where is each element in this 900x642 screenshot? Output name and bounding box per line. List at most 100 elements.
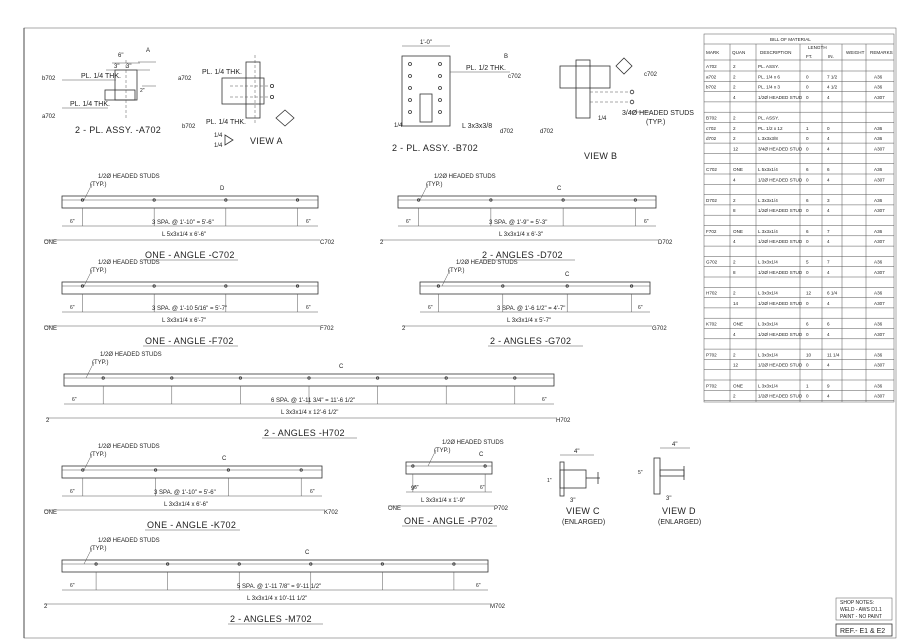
bom-cell: c702 [706, 126, 716, 131]
bom-header: FT. [806, 54, 812, 59]
member-end-dim: 6" [306, 219, 311, 225]
view-b-drawing: c702 d702 3/4Ø HEADED STUDS (TYP.) 1/4 V… [540, 57, 694, 161]
bom-cell: P702 [706, 383, 717, 388]
stud-mark [436, 284, 440, 288]
stud-mark [224, 198, 228, 202]
view-tag: C [557, 186, 562, 192]
stud-mark [411, 464, 415, 468]
view-tag: D [220, 186, 225, 192]
member-end-dim: 6" [638, 305, 643, 311]
bom-cell: A36 [874, 291, 883, 296]
stud-leader [427, 449, 437, 467]
view-tag: C [565, 272, 570, 278]
bom-cell: 7 [827, 229, 830, 234]
bom-cell: 1 [806, 126, 809, 131]
member-quantity: 2 [46, 418, 50, 424]
view-b-typ: (TYP.) [646, 119, 665, 126]
stud-mark [375, 376, 380, 380]
bom-cell: 6 [806, 167, 809, 172]
member-mark: K702 [324, 510, 339, 516]
bom-cell: 0 [806, 74, 809, 79]
bom-cell: A702 [706, 64, 717, 69]
bom-cell: G702 [706, 260, 718, 265]
view-b-d702: d702 [540, 129, 554, 135]
bom-cell: 6 [806, 229, 809, 234]
bom-cell: A36 [874, 322, 883, 327]
stud-mark [295, 198, 300, 202]
bom-cell: L 3x3x1/4 [758, 198, 778, 203]
shop-notes-title: SHOP NOTES: [840, 600, 874, 606]
stud-mark [513, 376, 517, 380]
member-mark: C702 [320, 240, 335, 246]
bom-cell: 1/2Ø HEADED STUD [758, 177, 803, 182]
pl-assy-b702-view: 1'-0" PL. 1/2 THK. c702 d702 L 3x3x3/8 1… [392, 40, 522, 153]
bom-cell: 0 [806, 177, 809, 182]
angle-body [61, 281, 319, 295]
member-quantity: ONE [44, 510, 57, 516]
bom-cell: 4 [827, 136, 830, 141]
stud-mark [417, 198, 421, 202]
view-c-subcaption: (ENLARGED) [562, 519, 605, 526]
view-a-b702: b702 [182, 124, 196, 130]
stud-mark [565, 284, 569, 288]
bom-cell: 0 [806, 239, 809, 244]
member-end-dim: 6" [310, 489, 315, 495]
a702-dim-3a: 3" [114, 64, 119, 70]
view-tag: C [305, 550, 310, 556]
bom-cell: 4 [827, 146, 830, 151]
bom-cell: 4 [827, 394, 830, 399]
bom-cell: 2 [733, 126, 736, 131]
member-mark: H702 [556, 418, 571, 424]
bom-cell: 2 [733, 260, 736, 265]
member-length: L 3x3x1/4 x 6'-7" [162, 318, 206, 324]
bom-cell: 2 [733, 116, 736, 121]
stud-note: 1/2Ø HEADED STUDS [98, 174, 160, 180]
bom-cell: 4 [733, 177, 736, 182]
bom-cell: ONE [733, 322, 743, 327]
member-quantity: ONE [44, 326, 57, 332]
a702-section-tag: A [146, 48, 150, 54]
bom-cell: 3 [827, 198, 830, 203]
stud-leader [83, 453, 93, 471]
bom-cell: PL. 1/2 x 12 [758, 126, 783, 131]
bom-cell: 1/2Ø HEADED STUD [758, 239, 803, 244]
view-b-studs: 3/4Ø HEADED STUDS [622, 110, 694, 117]
member-quantity: ONE [44, 240, 57, 246]
bom-cell: 0 [806, 208, 809, 213]
view-a-weld-2: 1/4 [214, 143, 223, 149]
member-caption: ONE - ANGLE -F702 [145, 336, 234, 346]
bom-cell: ONE [733, 167, 743, 172]
bom-cell: d702 [706, 136, 717, 141]
bom-cell: 0 [806, 332, 809, 337]
stud-mark [629, 284, 634, 288]
member-mark: G702 [652, 326, 667, 332]
bom-cell: 1/2Ø HEADED STUD [758, 394, 803, 399]
stud-note: 1/2Ø HEADED STUDS [98, 538, 160, 544]
bom-cell: A307 [874, 208, 885, 213]
stud-mark [80, 198, 85, 202]
a702-label-pl-1: PL. 1/4 THK. [81, 73, 121, 80]
bom-cell: 4 [827, 95, 830, 100]
stud-mark [489, 198, 493, 202]
bom-cell: 12 [733, 363, 739, 368]
bom-cell: ONE [733, 383, 743, 388]
member-caption: ONE - ANGLE -P702 [404, 516, 493, 526]
bom-cell: 2 [733, 291, 736, 296]
stud-mark [299, 468, 303, 472]
bom-header: MARK [706, 50, 720, 55]
bom-cell: 11 1/4 [827, 352, 840, 357]
member-f702: 3 SPA. @ 1'-10 5/16" = 5'-7"L 3x3x1/4 x … [44, 260, 334, 347]
bom-cell: ONE [733, 229, 743, 234]
bom-cell: A307 [874, 301, 885, 306]
bom-cell: H702 [706, 291, 717, 296]
stud-mark [101, 376, 105, 380]
bom-cell: L 3x3x1/4 [758, 229, 778, 234]
member-length: L 3x3x1/4 x 6'-3" [499, 232, 543, 238]
member-h702: 6 SPA. @ 1'-11 3/4" = 11'-6 1/2"L 3x3x1/… [46, 352, 571, 439]
bom-cell: A36 [874, 198, 883, 203]
member-spacing: 6 SPA. @ 1'-11 3/4" = 11'-6 1/2" [271, 398, 355, 404]
stud-note: 1/2Ø HEADED STUDS [456, 260, 518, 266]
bom-cell: A36 [874, 383, 883, 388]
stud-leader [85, 361, 95, 379]
